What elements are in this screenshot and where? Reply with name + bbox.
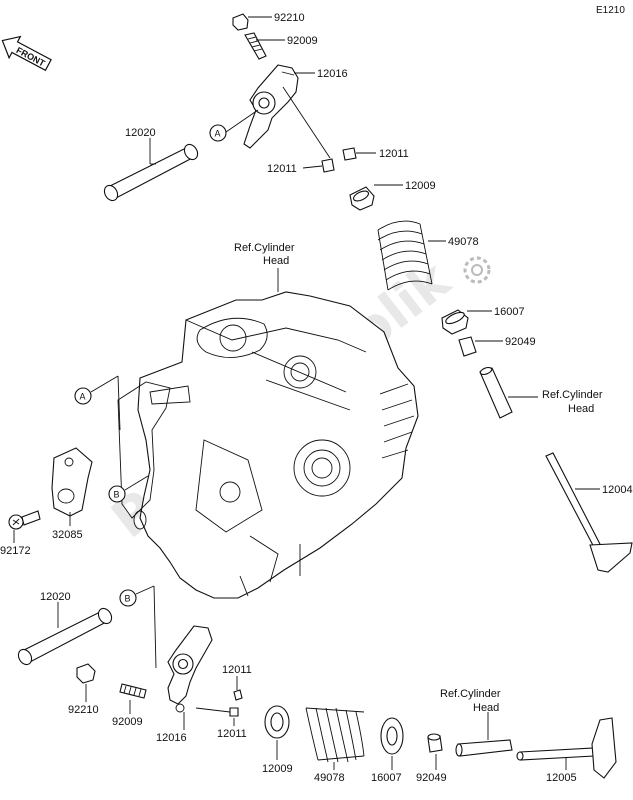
cylinder-head [117, 291, 419, 599]
lower-nut-92210 [76, 663, 96, 684]
ref-bottom-line2: Head [473, 702, 499, 714]
upper-valve-guide [479, 366, 513, 419]
pn-92009-bottom: 92009 [112, 716, 143, 728]
upper-valve-spring-49078 [377, 220, 433, 291]
exhaust-valve-12004 [545, 452, 633, 573]
callout-b-bottom-label: B [125, 594, 131, 604]
pn-12016-top: 12016 [317, 68, 348, 80]
lower-rocker-shaft-12020 [17, 607, 113, 666]
front-arrow-icon: FRONT [1, 35, 52, 72]
pn-12020-bottom: 12020 [40, 591, 71, 603]
pn-92210-bottom: 92210 [68, 704, 99, 716]
pn-12011-bottom-top: 12011 [222, 664, 252, 676]
pn-12011-bottom-bottom: 12011 [217, 728, 247, 740]
upper-rocker-shaft-12020 [103, 143, 199, 202]
ref-top-line2: Head [263, 255, 289, 267]
pn-92049-bottom: 92049 [416, 772, 447, 784]
callout-b-bottom [119, 589, 137, 607]
pn-12004: 12004 [602, 484, 633, 496]
callout-b-left [108, 485, 126, 503]
upper-stem-seal-92049 [458, 336, 477, 357]
upper-retainer-12009 [349, 186, 375, 211]
pn-49078-bottom: 49078 [314, 772, 345, 784]
side-plate-32085 [51, 447, 93, 517]
callout-b-left-label: B [114, 490, 120, 500]
pn-92172: 92172 [0, 545, 31, 557]
pn-12005: 12005 [546, 772, 577, 784]
pn-49078-top: 49078 [448, 236, 479, 248]
pn-32085: 32085 [52, 529, 83, 541]
pn-92009-top: 92009 [287, 35, 318, 47]
callout-a-left-label: A [80, 392, 86, 402]
lower-retainer-12009 [264, 705, 290, 739]
upper-nut-92210 [232, 13, 249, 31]
callout-a-top-label: A [215, 129, 221, 139]
pn-12011-top-right: 12011 [379, 148, 409, 160]
upper-rocker-arm-12016 [243, 64, 299, 149]
lower-keeper-12011-bottom [229, 707, 239, 717]
upper-keeper-12011-left [321, 158, 335, 173]
lower-keeper-12011-top [233, 689, 243, 701]
ref-top-line1: Ref.Cylinder [234, 242, 295, 254]
pn-12020-top: 12020 [125, 127, 156, 139]
upper-keeper-12011-right [342, 147, 357, 161]
intake-valve-12005 [516, 717, 617, 779]
pn-16007-top: 16007 [494, 306, 525, 318]
pn-92049-top: 92049 [505, 336, 536, 348]
lower-valve-seal-16007 [380, 717, 404, 755]
ref-right-line2: Head [568, 403, 594, 415]
lower-stem-seal-92049 [427, 733, 443, 753]
lower-adjust-screw-92009 [119, 683, 147, 699]
upper-adjust-screw-92009 [244, 32, 267, 60]
pn-16007-bottom: 16007 [371, 772, 402, 784]
pn-12016-bottom: 12016 [156, 732, 187, 744]
upper-valve-seal-16007 [441, 309, 469, 335]
callout-a-left [74, 387, 92, 405]
ref-right-line1: Ref.Cylinder [542, 389, 603, 401]
gear-icon [463, 256, 491, 284]
callout-a-top [209, 124, 227, 142]
pn-92210-top: 92210 [274, 12, 305, 24]
lower-rocker-arm-12016 [167, 625, 213, 713]
pn-12009-top: 12009 [405, 180, 436, 192]
lower-valve-guide [455, 739, 513, 757]
bolt-92172 [8, 510, 41, 530]
diagram-code: E1210 [596, 5, 625, 16]
part-number-labels: 92210 92009 12016 12020 12011 12011 1200… [0, 12, 633, 784]
lower-valve-spring-49078 [305, 707, 365, 763]
pn-12009-bottom: 12009 [262, 763, 293, 775]
ref-bottom-line1: Ref.Cylinder [440, 688, 501, 700]
pn-12011-top-left: 12011 [267, 163, 297, 175]
